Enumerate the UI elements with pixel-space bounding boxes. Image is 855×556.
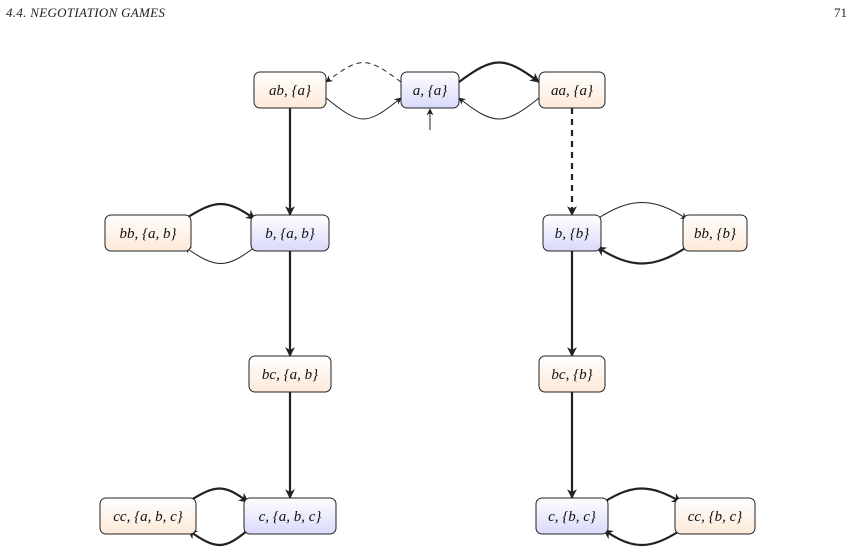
- state-label-n_bc_b: bc, {b}: [551, 367, 592, 383]
- edge-n_cc_bc-to-n_c_bc: [603, 529, 682, 547]
- state-node-n_b_ab: b, {a, b}: [250, 214, 330, 252]
- state-box-n_cc_bc: [674, 497, 756, 535]
- state-box-n_c_abc: [243, 497, 337, 535]
- state-box-n_aa: [538, 71, 606, 109]
- state-label-n_b_ab: b, {a, b}: [265, 226, 315, 242]
- state-label-n_c_bc: c, {b, c}: [548, 509, 596, 525]
- edge-n_c_abc-to-n_cc_abc: [187, 529, 249, 546]
- state-node-n_cc_bc: cc, {b, c}: [674, 497, 756, 535]
- state-label-n_b_b: b, {b}: [555, 226, 590, 242]
- state-node-n_c_bc: c, {b, c}: [535, 497, 609, 535]
- state-label-n_bc_ab: bc, {a, b}: [262, 367, 318, 383]
- state-node-n_b_b: b, {b}: [542, 214, 602, 252]
- state-label-n_cc_abc: cc, {a, b, c}: [113, 509, 182, 525]
- state-label-n_cc_bc: cc, {b, c}: [688, 509, 742, 525]
- state-node-n_bb_ab: bb, {a, b}: [104, 214, 192, 252]
- state-box-n_bb_ab: [104, 214, 192, 252]
- state-label-n_bb_b: bb, {b}: [694, 226, 736, 242]
- edges-layer: [184, 61, 688, 547]
- edge-n_cc_abc-to-n_c_abc: [187, 487, 249, 503]
- edge-n_a-to-n_aa: [458, 61, 540, 83]
- edge-n_c_bc-to-n_cc_bc: [603, 487, 682, 503]
- edge-n_b_ab-to-n_bb_ab: [184, 246, 256, 264]
- state-node-n_a: a, {a}: [400, 71, 460, 109]
- page-number: 71: [834, 5, 847, 20]
- state-label-n_bb_ab: bb, {a, b}: [120, 226, 177, 242]
- state-box-n_cc_abc: [99, 497, 197, 535]
- edge-n_ab-to-n_a: [325, 97, 402, 120]
- state-label-n_a: a, {a}: [413, 83, 448, 99]
- state-node-n_cc_abc: cc, {a, b, c}: [99, 497, 197, 535]
- state-box-n_b_ab: [250, 214, 330, 252]
- state-node-n_bb_b: bb, {b}: [682, 214, 748, 252]
- state-box-n_bc_b: [538, 355, 606, 393]
- edge-n_bb_ab-to-n_b_ab: [184, 202, 256, 220]
- state-label-n_aa: aa, {a}: [551, 83, 593, 99]
- state-box-n_a: [400, 71, 460, 109]
- state-node-n_aa: aa, {a}: [538, 71, 606, 109]
- running-head: 4.4. NEGOTIATION GAMES: [6, 5, 166, 20]
- state-node-n_c_abc: c, {a, b, c}: [243, 497, 337, 535]
- state-node-n_bc_b: bc, {b}: [538, 355, 606, 393]
- state-box-n_c_bc: [535, 497, 609, 535]
- edge-n_b_b-to-n_bb_b: [596, 202, 688, 220]
- state-box-n_bc_ab: [248, 355, 332, 393]
- edge-n_aa-to-n_a: [458, 97, 540, 120]
- nodes-layer: ab, {a} a, {a} aa, {a} bb, {a, b} b, {a, b} b…: [99, 71, 756, 535]
- state-node-n_bc_ab: bc, {a, b}: [248, 355, 332, 393]
- state-node-n_ab: ab, {a}: [253, 71, 327, 109]
- state-box-n_ab: [253, 71, 327, 109]
- state-label-n_ab: ab, {a}: [269, 83, 311, 99]
- edge-n_bb_b-to-n_b_b: [596, 246, 688, 265]
- state-label-n_c_abc: c, {a, b, c}: [259, 509, 322, 525]
- edge-n_a-to-n_ab: [325, 62, 402, 83]
- state-box-n_b_b: [542, 214, 602, 252]
- state-box-n_bb_b: [682, 214, 748, 252]
